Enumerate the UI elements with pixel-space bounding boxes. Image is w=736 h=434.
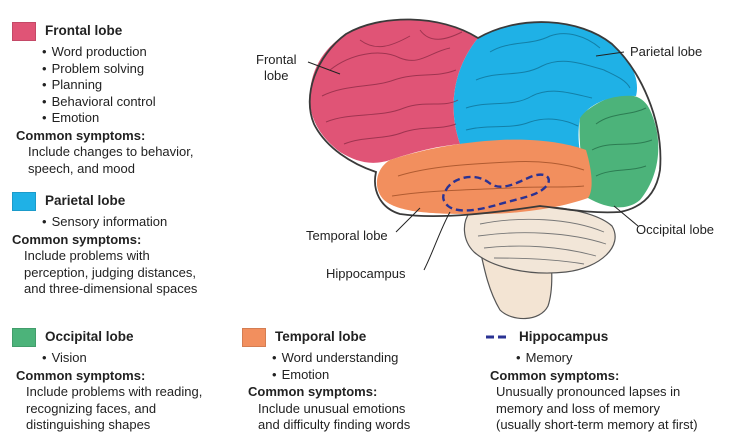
legend-parietal: Parietal lobe Sensory information Common… bbox=[12, 190, 252, 298]
symptoms-line: perception, judging distances, bbox=[12, 265, 252, 282]
list-item: Word understanding bbox=[272, 350, 472, 367]
symptoms-line: Include unusual emotions bbox=[242, 401, 472, 418]
list-item: Vision bbox=[42, 350, 248, 367]
legend-temporal-items: Word understanding Emotion bbox=[242, 350, 472, 383]
list-item: Emotion bbox=[42, 110, 252, 127]
symptoms-line: (usually short-term memory at first) bbox=[486, 417, 732, 434]
label-hippocampus: Hippocampus bbox=[326, 266, 406, 281]
frontal-swatch bbox=[12, 22, 36, 41]
legend-temporal-title: Temporal lobe bbox=[275, 329, 366, 346]
legend-frontal-header: Frontal lobe bbox=[12, 20, 252, 42]
label-occipital-lobe: Occipital lobe bbox=[636, 222, 714, 237]
symptoms-line: Include problems with reading, bbox=[12, 384, 248, 401]
symptoms-line: and difficulty finding words bbox=[242, 417, 472, 434]
legend-frontal-title: Frontal lobe bbox=[45, 23, 122, 40]
symptoms-line: speech, and mood bbox=[12, 161, 252, 178]
parietal-swatch bbox=[12, 192, 36, 211]
symptoms-line: Unusually pronounced lapses in bbox=[486, 384, 732, 401]
symptoms-line: Include changes to behavior, bbox=[12, 144, 252, 161]
list-item: Sensory information bbox=[42, 214, 252, 231]
label-frontal-lobe: Frontal lobe bbox=[256, 52, 296, 84]
legend-parietal-items: Sensory information bbox=[12, 214, 252, 231]
list-item: Behavioral control bbox=[42, 94, 252, 111]
legend-temporal-header: Temporal lobe bbox=[242, 326, 472, 348]
list-item: Memory bbox=[516, 350, 732, 367]
occipital-swatch bbox=[12, 328, 36, 347]
occipital-lobe bbox=[579, 95, 658, 208]
symptoms-line: distinguishing shapes bbox=[12, 417, 248, 434]
symptoms-heading: Common symptoms: bbox=[242, 384, 472, 401]
legend-hippocampus-header: Hippocampus bbox=[486, 326, 732, 348]
label-frontal-line1: Frontal bbox=[256, 52, 296, 68]
legend-frontal-items: Word production Problem solving Planning… bbox=[12, 44, 252, 127]
legend-hippocampus-items: Memory bbox=[486, 350, 732, 367]
label-parietal-lobe: Parietal lobe bbox=[630, 44, 702, 59]
legend-frontal: Frontal lobe Word production Problem sol… bbox=[12, 20, 252, 177]
list-item: Planning bbox=[42, 77, 252, 94]
hippocampus-dash-swatch bbox=[486, 328, 510, 347]
label-frontal-line2: lobe bbox=[256, 68, 296, 84]
symptoms-line: recognizing faces, and bbox=[12, 401, 248, 418]
legend-temporal: Temporal lobe Word understanding Emotion… bbox=[242, 326, 472, 434]
legend-occipital-title: Occipital lobe bbox=[45, 329, 134, 346]
list-item: Emotion bbox=[272, 367, 472, 384]
temporal-swatch bbox=[242, 328, 266, 347]
symptoms-heading: Common symptoms: bbox=[12, 128, 252, 145]
symptoms-line: and three-dimensional spaces bbox=[12, 281, 252, 298]
symptoms-line: Include problems with bbox=[12, 248, 252, 265]
symptoms-heading: Common symptoms: bbox=[486, 368, 732, 385]
legend-parietal-title: Parietal lobe bbox=[45, 193, 125, 210]
legend-occipital: Occipital lobe Vision Common symptoms: I… bbox=[12, 326, 248, 434]
legend-hippocampus-title: Hippocampus bbox=[519, 329, 608, 346]
label-temporal-lobe: Temporal lobe bbox=[306, 228, 388, 243]
legend-occipital-items: Vision bbox=[12, 350, 248, 367]
legend-hippocampus: Hippocampus Memory Common symptoms: Unus… bbox=[486, 326, 732, 434]
legend-parietal-header: Parietal lobe bbox=[12, 190, 252, 212]
list-item: Problem solving bbox=[42, 61, 252, 78]
legend-occipital-header: Occipital lobe bbox=[12, 326, 248, 348]
list-item: Word production bbox=[42, 44, 252, 61]
symptoms-line: memory and loss of memory bbox=[486, 401, 732, 418]
symptoms-heading: Common symptoms: bbox=[12, 368, 248, 385]
symptoms-heading: Common symptoms: bbox=[12, 232, 252, 249]
